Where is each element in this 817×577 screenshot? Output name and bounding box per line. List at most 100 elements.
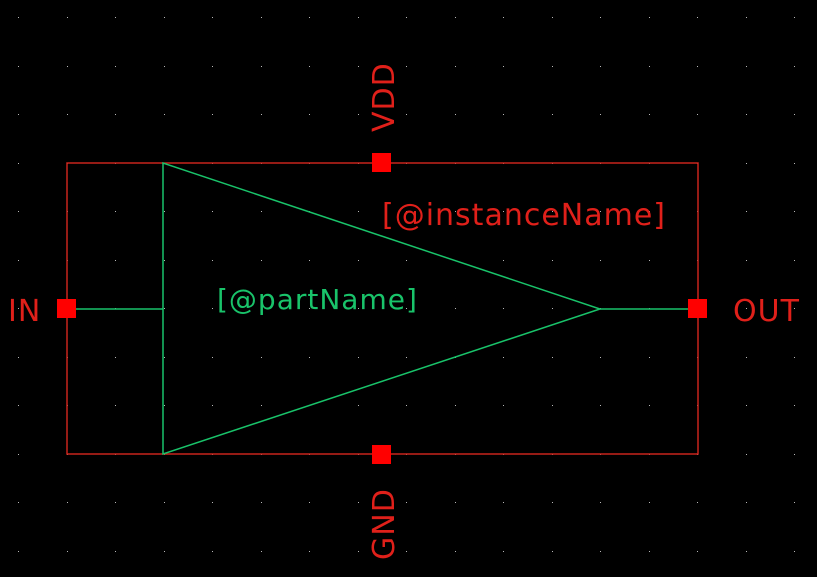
grid-dot bbox=[600, 66, 601, 67]
grid-dot bbox=[309, 66, 310, 67]
grid-dot bbox=[600, 405, 601, 406]
instance-name-label: [@instanceName] bbox=[382, 198, 666, 233]
grid-dot bbox=[552, 66, 553, 67]
grid-dot bbox=[309, 502, 310, 503]
grid-dot bbox=[358, 502, 359, 503]
grid-dot bbox=[794, 502, 795, 503]
grid-dot bbox=[261, 114, 262, 115]
grid-dot bbox=[552, 502, 553, 503]
pin-out-label: OUT bbox=[733, 294, 800, 329]
grid-dot bbox=[794, 260, 795, 261]
grid-dot bbox=[746, 114, 747, 115]
grid-dot bbox=[18, 454, 19, 455]
grid-dot bbox=[358, 17, 359, 18]
grid-dot bbox=[600, 17, 601, 18]
grid-dot bbox=[115, 114, 116, 115]
grid-dot bbox=[794, 454, 795, 455]
grid-dot bbox=[552, 551, 553, 552]
grid-dot bbox=[697, 551, 698, 552]
grid-dot bbox=[649, 66, 650, 67]
grid-dot bbox=[358, 308, 359, 309]
grid-dot bbox=[794, 17, 795, 18]
grid-dot bbox=[261, 357, 262, 358]
grid-dot bbox=[358, 114, 359, 115]
grid-dot bbox=[18, 551, 19, 552]
grid-dot bbox=[649, 502, 650, 503]
grid-dot bbox=[503, 405, 504, 406]
grid-dot bbox=[503, 114, 504, 115]
pin-out-marker[interactable] bbox=[688, 299, 707, 318]
grid-dot bbox=[261, 551, 262, 552]
grid-dot bbox=[261, 405, 262, 406]
grid-dot bbox=[18, 260, 19, 261]
grid-dot bbox=[649, 17, 650, 18]
grid-dot bbox=[503, 308, 504, 309]
grid-dot bbox=[164, 308, 165, 309]
grid-dot bbox=[649, 211, 650, 212]
grid-dot bbox=[18, 357, 19, 358]
grid-dot bbox=[261, 502, 262, 503]
grid-dot bbox=[746, 405, 747, 406]
grid-dot bbox=[212, 551, 213, 552]
pin-in-marker[interactable] bbox=[57, 299, 76, 318]
grid-dot bbox=[309, 551, 310, 552]
grid-dot bbox=[697, 17, 698, 18]
grid-dot bbox=[600, 502, 601, 503]
grid-dot bbox=[746, 260, 747, 261]
grid-dot bbox=[212, 308, 213, 309]
grid-dot bbox=[697, 502, 698, 503]
pin-vdd-label: VDD bbox=[367, 62, 402, 132]
pin-gnd-marker[interactable] bbox=[372, 445, 391, 464]
grid-dot bbox=[552, 260, 553, 261]
grid-dot bbox=[164, 260, 165, 261]
grid-dot bbox=[455, 308, 456, 309]
grid-dot bbox=[18, 502, 19, 503]
grid-dot bbox=[503, 17, 504, 18]
grid-dot bbox=[212, 17, 213, 18]
grid-dot bbox=[67, 551, 68, 552]
grid-dot bbox=[212, 405, 213, 406]
grid-dot bbox=[794, 66, 795, 67]
grid-dot bbox=[18, 17, 19, 18]
grid-dot bbox=[164, 66, 165, 67]
grid-dot bbox=[600, 260, 601, 261]
grid-dot bbox=[649, 260, 650, 261]
grid-dot bbox=[67, 114, 68, 115]
grid-dot bbox=[455, 66, 456, 67]
grid-dot bbox=[503, 260, 504, 261]
grid-dot bbox=[164, 17, 165, 18]
grid-dot bbox=[746, 357, 747, 358]
pin-gnd-label: GND bbox=[367, 488, 402, 560]
grid-dot bbox=[261, 17, 262, 18]
grid-dot bbox=[358, 260, 359, 261]
grid-dot bbox=[649, 114, 650, 115]
grid-dot bbox=[18, 211, 19, 212]
grid-dot bbox=[794, 114, 795, 115]
grid-dot bbox=[358, 211, 359, 212]
grid-dot bbox=[358, 357, 359, 358]
grid-dot bbox=[746, 211, 747, 212]
grid-dot bbox=[406, 308, 407, 309]
grid-dot bbox=[406, 357, 407, 358]
grid-dot bbox=[261, 260, 262, 261]
grid-dot bbox=[455, 502, 456, 503]
grid-dot bbox=[552, 308, 553, 309]
grid-dot bbox=[649, 357, 650, 358]
grid-dot bbox=[164, 114, 165, 115]
grid-dot bbox=[67, 66, 68, 67]
grid-dot bbox=[600, 357, 601, 358]
grid-dot bbox=[18, 163, 19, 164]
grid-dot bbox=[746, 551, 747, 552]
grid-dot bbox=[406, 260, 407, 261]
grid-dot bbox=[600, 211, 601, 212]
grid-dot bbox=[115, 66, 116, 67]
grid-dot bbox=[794, 211, 795, 212]
pin-vdd-marker[interactable] bbox=[372, 153, 391, 172]
grid-dot bbox=[794, 405, 795, 406]
grid-dot bbox=[406, 551, 407, 552]
pin-in-label: IN bbox=[8, 294, 41, 329]
grid-dot bbox=[746, 454, 747, 455]
grid-dot bbox=[67, 17, 68, 18]
